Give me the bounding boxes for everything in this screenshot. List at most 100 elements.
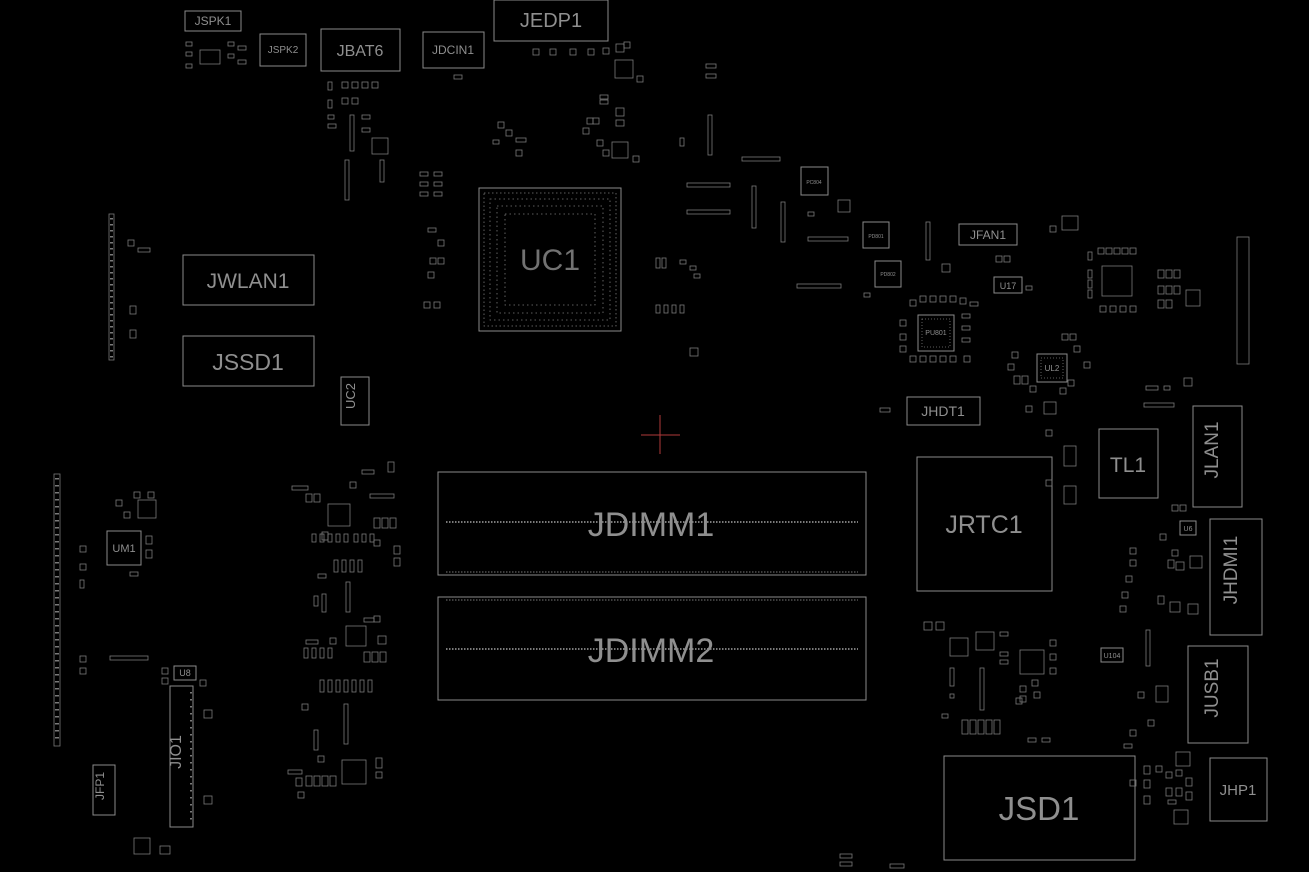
label-jdimm2: JDIMM2 [588,632,715,670]
smd-pad [227,53,235,59]
smd-pad [369,493,395,499]
smd-pad [433,171,443,177]
component-jedp1[interactable]: JEDP1 [493,0,609,42]
smd-pad [615,107,625,117]
header-pin [110,302,113,304]
smd-pad [297,791,305,799]
component-jfp1[interactable]: JFP1 [92,764,116,816]
component-jbat6[interactable]: JBAT6 [320,28,401,72]
header-pin [55,520,59,522]
label-uc2: UC2 [343,383,358,409]
label-jhp1: JHP1 [1220,782,1257,799]
header-pin [110,236,113,238]
component-u6[interactable]: U6 [1179,520,1197,536]
smd-pad [741,156,781,162]
component-jlan1[interactable]: JLAN1 [1192,405,1243,508]
smd-pad [1069,333,1077,341]
smd-pad [327,647,333,659]
header-pin [55,576,59,578]
smd-pad [1045,479,1053,487]
component-jdimm2[interactable]: JDIMM2 [437,596,867,701]
smd-pad [159,845,171,855]
component-jspk2[interactable]: JSPK2 [259,33,307,67]
smd-pad [611,141,629,159]
smd-pad [661,257,667,269]
smd-pad [1063,445,1077,467]
smd-pad [1165,771,1173,779]
smd-pad [1105,247,1113,255]
smd-pad [1121,247,1129,255]
smd-pad [925,221,931,261]
smd-pad [1073,345,1081,353]
smd-pad [79,667,87,675]
component-uc1[interactable]: UC1 [478,187,622,332]
smd-pad [423,301,431,309]
component-pd801[interactable]: PD801 [862,221,890,249]
smd-pad [705,73,717,79]
smd-pad [1003,255,1011,263]
component-jsd1[interactable]: JSD1 [943,755,1136,861]
smd-pad [1113,247,1121,255]
component-u8[interactable]: U8 [173,665,197,681]
component-u104[interactable]: U104 [1100,647,1124,663]
component-jwlan1[interactable]: JWLAN1 [182,254,315,306]
smd-pad [369,533,375,543]
smd-pad [839,853,853,859]
component-ul2[interactable]: UL2 [1036,353,1068,383]
smd-pad [344,159,350,201]
header-pin [55,590,59,592]
smd-pad [939,295,947,303]
smd-pad [301,703,309,711]
smd-pad [1143,795,1151,805]
smd-pad [999,631,1009,637]
component-uc2[interactable]: UC2 [340,376,370,426]
smd-pad [959,297,967,305]
header-pin [190,741,192,743]
component-jhdmi1[interactable]: JHDMI1 [1209,518,1263,636]
smd-pad [377,635,387,645]
smd-pad [327,679,333,693]
smd-pad [807,236,849,242]
header-pin [55,562,59,564]
label-jssd1: JSSD1 [212,349,284,375]
label-uc1: UC1 [520,244,580,277]
component-jio1[interactable]: JIO1 [168,685,194,828]
header-pin [190,713,192,715]
smd-pad [123,511,131,519]
smd-pad [615,43,625,53]
smd-pad [1159,533,1167,541]
component-jspk1[interactable]: JSPK1 [184,10,242,32]
smd-pad [796,283,842,289]
component-jrtc1[interactable]: JRTC1 [916,456,1053,592]
smd-pad [602,47,610,55]
smd-pad [203,709,213,719]
component-u17[interactable]: U17 [993,276,1023,294]
component-jdcin1[interactable]: JDCIN1 [422,31,485,69]
header-pin [55,695,59,697]
smd-pad [375,757,383,769]
smd-pad [679,137,685,147]
smd-pad [977,719,985,735]
component-jusb1[interactable]: JUSB1 [1187,645,1249,744]
component-jdimm1[interactable]: JDIMM1 [437,471,867,576]
component-pc804[interactable]: PC804 [800,166,829,196]
smd-pad [1083,361,1091,369]
label-pd801: PD801 [868,234,884,240]
component-jhdt1[interactable]: JHDT1 [906,396,981,426]
smd-pad [327,503,351,527]
component-jhp1[interactable]: JHP1 [1209,757,1268,822]
smd-pad [1049,653,1057,661]
component-pu801[interactable]: PU801 [917,314,955,352]
component-tl1[interactable]: TL1 [1098,428,1159,499]
smd-pad [185,41,193,47]
component-pd802[interactable]: PD802 [874,260,902,288]
smd-pad [361,114,371,120]
smd-pad [569,48,577,56]
component-jfan1[interactable]: JFAN1 [958,223,1018,246]
component-jssd1[interactable]: JSSD1 [182,335,315,387]
component-um1[interactable]: UM1 [106,530,142,566]
smd-pad [863,292,871,298]
smd-pad [321,593,327,613]
smd-pad [705,63,717,69]
